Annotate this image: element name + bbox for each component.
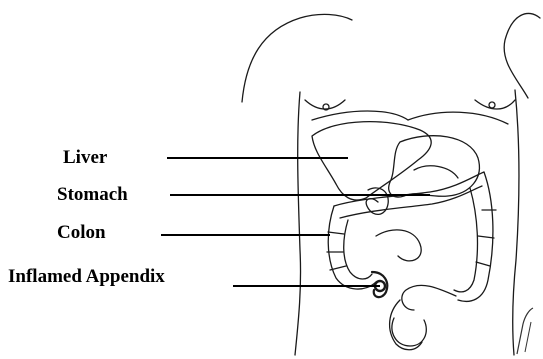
appendix-label: Inflamed Appendix — [8, 267, 165, 286]
rib-cage-left — [312, 111, 408, 120]
right-nipple — [489, 102, 495, 108]
haustra-1 — [328, 232, 344, 234]
stomach-inner-fold — [414, 166, 458, 178]
colon-label: Colon — [57, 223, 106, 242]
transverse-colon — [334, 172, 484, 206]
artist-signature — [509, 306, 539, 356]
torso-left-side — [295, 92, 301, 355]
sigmoid-colon — [402, 285, 456, 310]
descending-colon-inner — [454, 188, 477, 292]
haustra-5 — [478, 236, 494, 238]
bladder — [392, 318, 426, 346]
left-shoulder-outline — [504, 13, 540, 98]
liver-label: Liver — [63, 148, 107, 167]
right-shoulder-outline — [242, 14, 352, 102]
stomach-label: Stomach — [57, 185, 128, 204]
transverse-colon-lower — [340, 186, 482, 218]
rib-cage-right — [408, 112, 508, 124]
ascending-colon-inner — [344, 220, 372, 279]
small-intestine-loop — [376, 230, 421, 261]
haustra-6 — [476, 262, 490, 266]
